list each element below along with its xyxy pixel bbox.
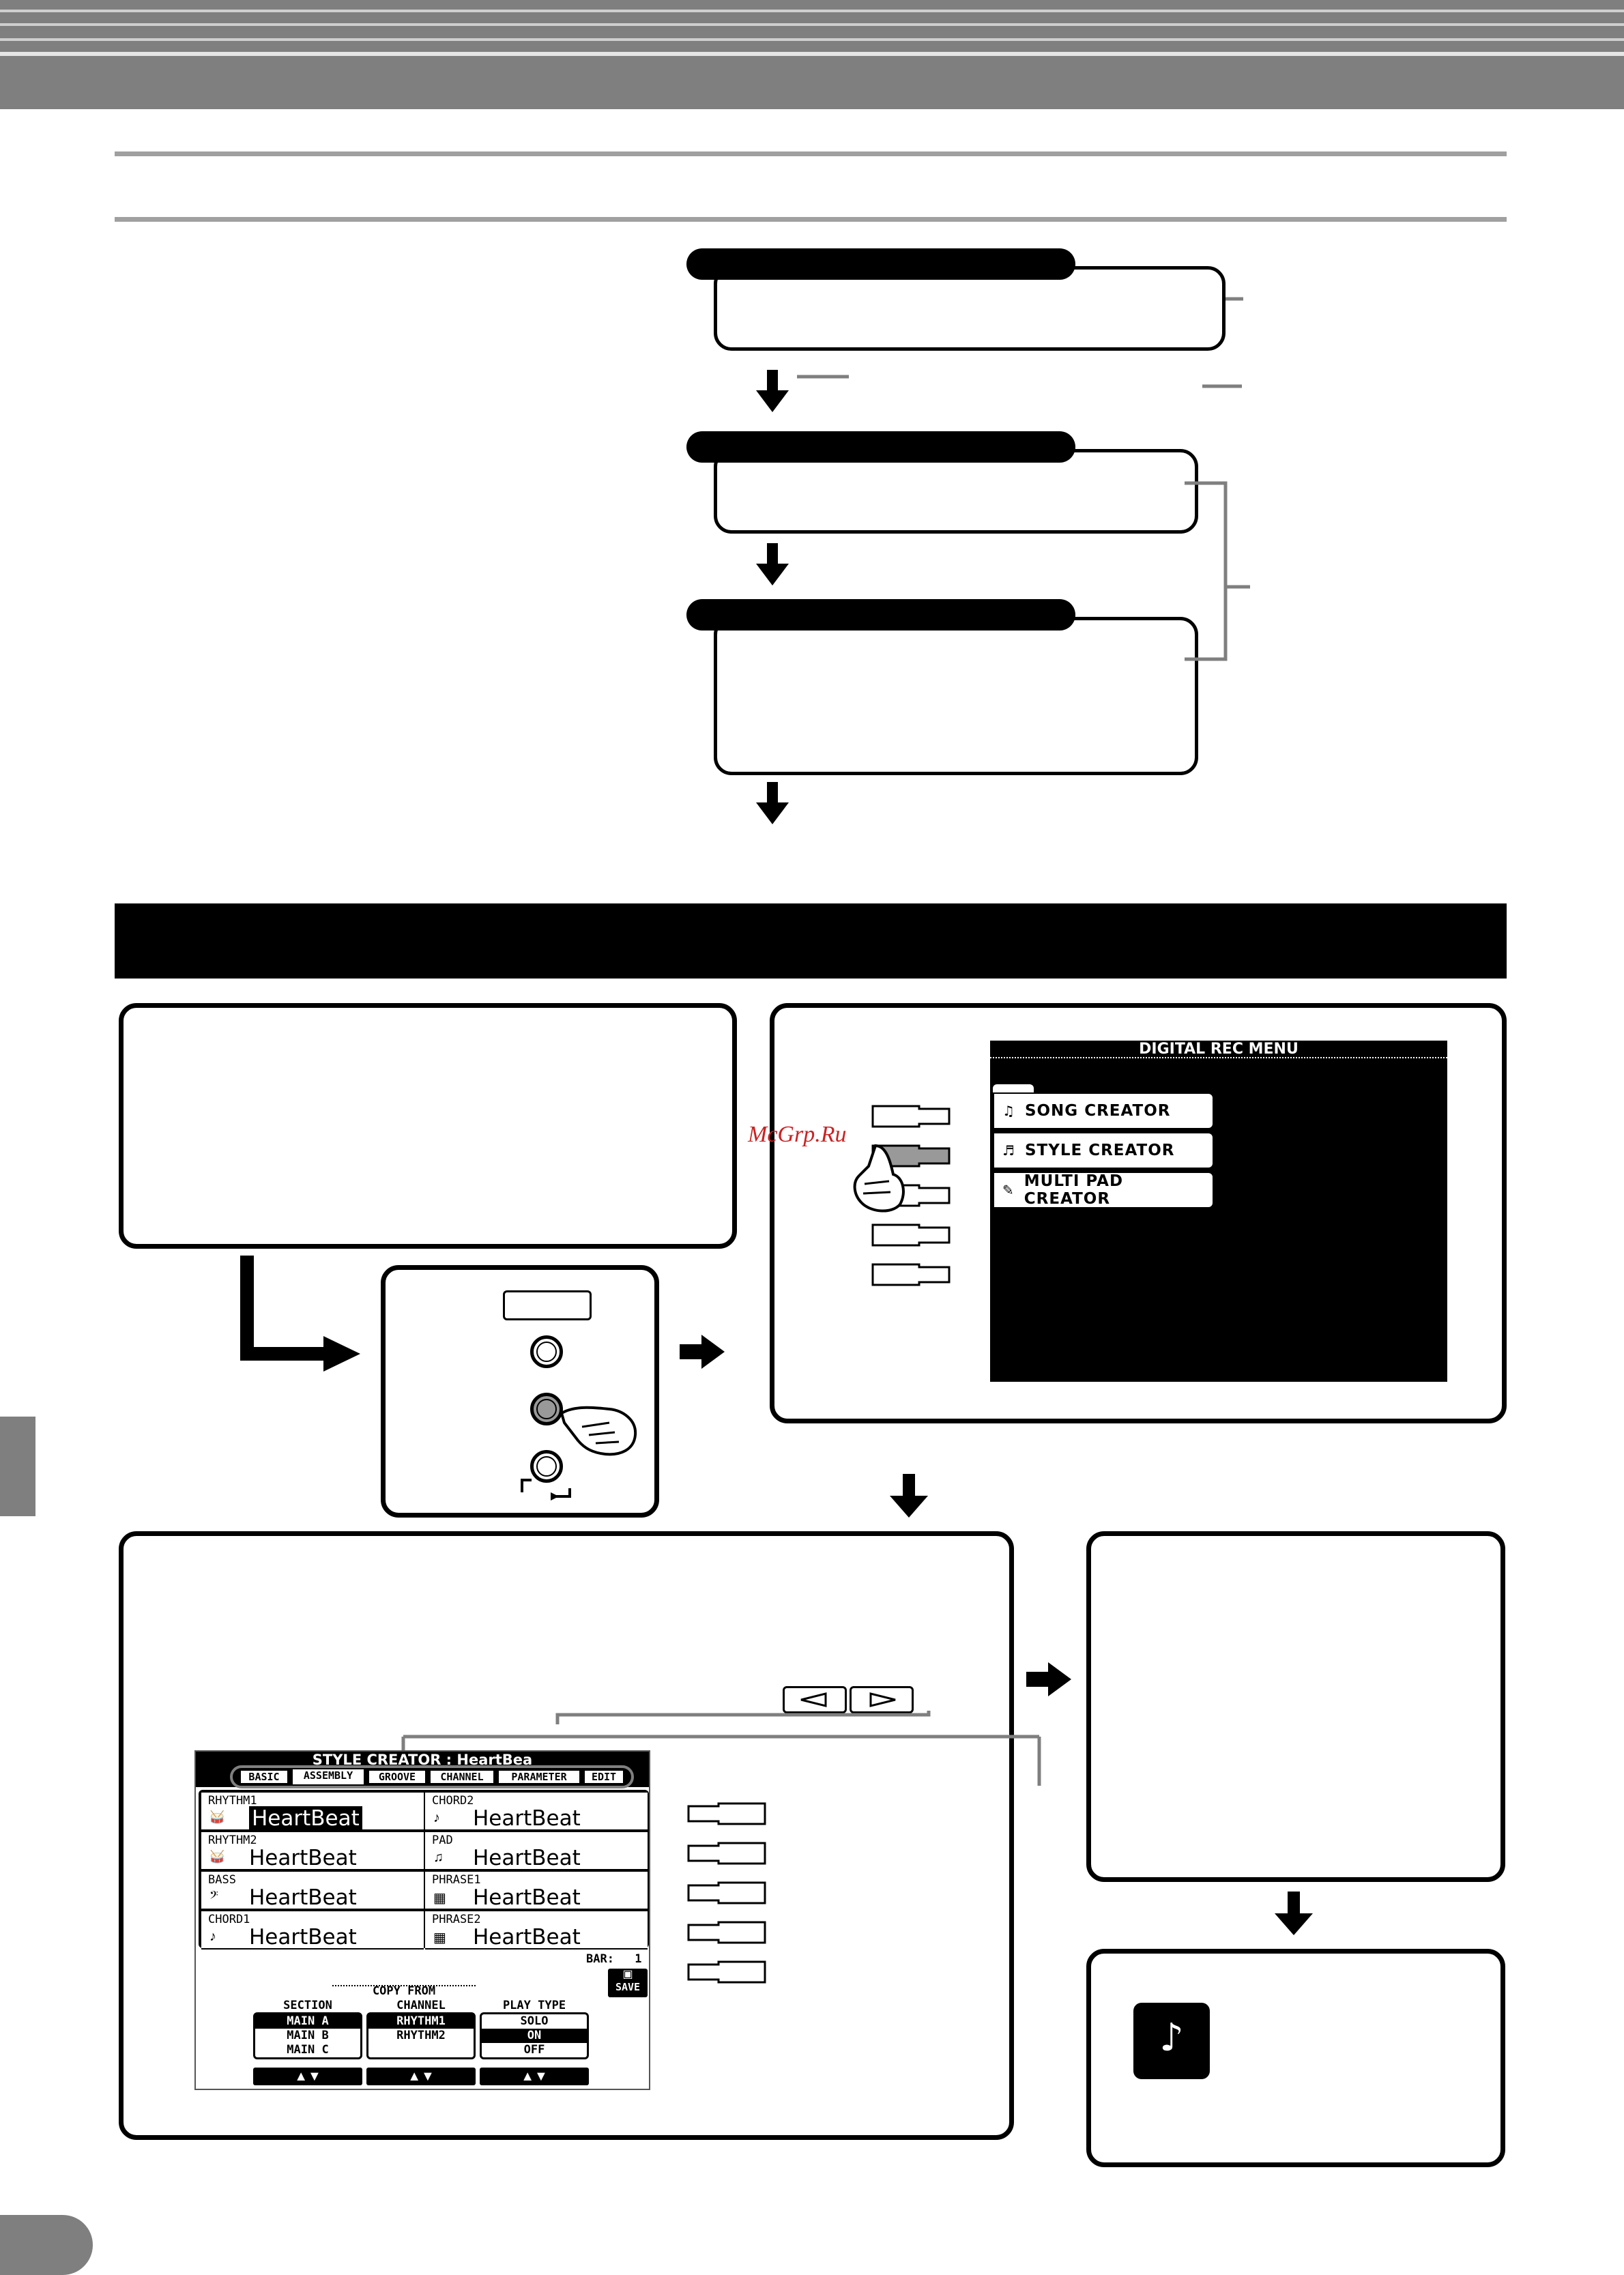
style-creator-screen: STYLE CREATOR : HeartBea BASIC ASSEMBLY … (194, 1750, 650, 2090)
lcd-title: DIGITAL REC MENU (1139, 1041, 1299, 1058)
top-rule-1 (115, 151, 1507, 156)
down-arrow-2 (1275, 1892, 1313, 1935)
tab-left-button[interactable] (783, 1686, 847, 1713)
menu-multi-pad-creator[interactable]: ✎ MULTI PAD CREATOR (993, 1172, 1214, 1208)
drum-kit-icon: 🥁 (209, 1850, 225, 1864)
tab-edit[interactable]: EDIT (583, 1769, 624, 1784)
flow-box-2-header (686, 431, 1075, 463)
top-rule-2 (115, 217, 1507, 222)
watermark: McGrp.Ru (748, 1122, 847, 1147)
note-box: ♪ (1086, 1949, 1505, 2167)
pointing-hand-icon (560, 1406, 637, 1456)
panel-button-digital-rec[interactable] (530, 1393, 563, 1425)
section-up-down-button[interactable]: ▲▼ (253, 2068, 362, 2085)
save-button[interactable]: ▣ SAVE (608, 1969, 648, 1997)
flow-box-2 (714, 449, 1198, 534)
guitar-icon: ♪ (209, 1929, 216, 1944)
lcd-button-a[interactable] (870, 1103, 952, 1131)
loop-arrows-icon (521, 1479, 571, 1501)
panel-buttons-box (381, 1265, 659, 1518)
lcd-button-e[interactable] (870, 1262, 952, 1289)
step-text-box (1086, 1531, 1505, 1882)
lcd-button-g[interactable] (686, 1840, 768, 1868)
part-pad[interactable]: PAD ♫ HeartBeat (425, 1832, 648, 1870)
flow-box-3 (714, 617, 1198, 775)
tab-groove[interactable]: GROOVE (368, 1769, 426, 1784)
flow-box-3-header (686, 599, 1075, 631)
elbow-arrow (240, 1256, 360, 1372)
part-grid: RHYTHM1 🥁 HeartBeat RHYTHM2 🥁 HeartBeat … (199, 1790, 649, 1950)
tab-right-button[interactable] (850, 1686, 914, 1713)
lcd-button-f[interactable] (686, 1801, 768, 1828)
tab-basic[interactable]: BASIC (240, 1769, 289, 1784)
lcd-button-i[interactable] (686, 1919, 768, 1947)
part-rhythm2[interactable]: RHYTHM2 🥁 HeartBeat (201, 1832, 424, 1870)
tab-callout-lines (401, 1711, 1041, 1786)
side-chapter-tab (0, 1417, 35, 1516)
flow-box-1-header (686, 248, 1075, 280)
song-creator-icon: ♫ (1002, 1103, 1015, 1119)
part-phrase2[interactable]: PHRASE2 ▦ HeartBeat (425, 1911, 648, 1950)
channel-up-down-button[interactable]: ▲▼ (366, 2068, 476, 2085)
lcd-button-j[interactable] (686, 1959, 768, 1986)
bar-indicator: BAR: 1 (586, 1952, 642, 1966)
tab-strip: BASIC ASSEMBLY GROOVE CHANNEL PARAMETER … (196, 1767, 649, 1787)
part-phrase1[interactable]: PHRASE1 ▦ HeartBeat (425, 1872, 648, 1910)
step-1-box (119, 1003, 737, 1249)
pad-icon: ♫ (433, 1850, 444, 1865)
bass-guitar-icon: 𝄢 (209, 1889, 218, 1904)
panel-button-lower[interactable] (530, 1450, 563, 1483)
digital-rec-menu-screen: DIGITAL REC MENU ♫ SONG CREATOR ♬ STYLE … (990, 1041, 1447, 1382)
digital-rec-menu-box: DIGITAL REC MENU ♫ SONG CREATOR ♬ STYLE … (770, 1003, 1507, 1423)
play-type-up-down-button[interactable]: ▲▼ (480, 2068, 589, 2085)
guitar-icon: ♪ (433, 1810, 440, 1825)
music-note-icon: ♪ (1133, 2003, 1210, 2079)
panel-button-upper[interactable] (530, 1335, 563, 1368)
panel-label-frame (503, 1290, 592, 1320)
part-bass[interactable]: BASS 𝄢 HeartBeat (201, 1872, 424, 1910)
tab-assembly[interactable]: ASSEMBLY (291, 1768, 365, 1786)
header-band (0, 0, 1624, 109)
flow-connectors (756, 297, 1250, 824)
pointing-hand-icon (853, 1144, 905, 1213)
tab-channel[interactable]: CHANNEL (429, 1769, 495, 1784)
copy-from-panel: SECTION MAIN A MAIN B MAIN C ▲▼ CHANNEL … (253, 1999, 594, 2085)
page-number-circle (0, 2215, 93, 2275)
drum-kit-icon: 🥁 (209, 1810, 225, 1824)
menu-style-creator[interactable]: ♬ STYLE CREATOR (993, 1132, 1214, 1169)
copy-from-label: COPY FROM (332, 1985, 476, 1997)
down-arrow-1 (890, 1474, 928, 1518)
menu-song-creator[interactable]: ♫ SONG CREATOR (993, 1092, 1214, 1129)
lcd-button-d[interactable] (870, 1222, 952, 1249)
section-selector[interactable]: SECTION MAIN A MAIN B MAIN C ▲▼ (253, 1999, 362, 2085)
right-arrow-1 (680, 1335, 725, 1369)
floppy-icon: ▣ (622, 1969, 633, 1980)
tab-parameter[interactable]: PARAMETER (497, 1769, 581, 1784)
play-type-selector[interactable]: PLAY TYPE SOLO ON OFF ▲▼ (480, 1999, 589, 2085)
part-chord2[interactable]: CHORD2 ♪ HeartBeat (425, 1793, 648, 1831)
keyboard-icon: ▦ (433, 1891, 446, 1906)
part-chord1[interactable]: CHORD1 ♪ HeartBeat (201, 1911, 424, 1950)
lcd-button-h[interactable] (686, 1880, 768, 1907)
section-heading-bar (115, 903, 1507, 979)
multi-pad-creator-icon: ✎ (1002, 1182, 1015, 1198)
part-rhythm1[interactable]: RHYTHM1 🥁 HeartBeat (201, 1793, 424, 1831)
tab-highlight-oval (230, 1765, 634, 1788)
channel-selector[interactable]: CHANNEL RHYTHM1 RHYTHM2 ▲▼ (366, 1999, 476, 2085)
style-creator-box: STYLE CREATOR : HeartBea BASIC ASSEMBLY … (119, 1531, 1041, 2140)
right-arrow-2 (1026, 1662, 1071, 1696)
keyboard-icon: ▦ (433, 1930, 446, 1945)
style-creator-icon: ♬ (1002, 1142, 1015, 1159)
